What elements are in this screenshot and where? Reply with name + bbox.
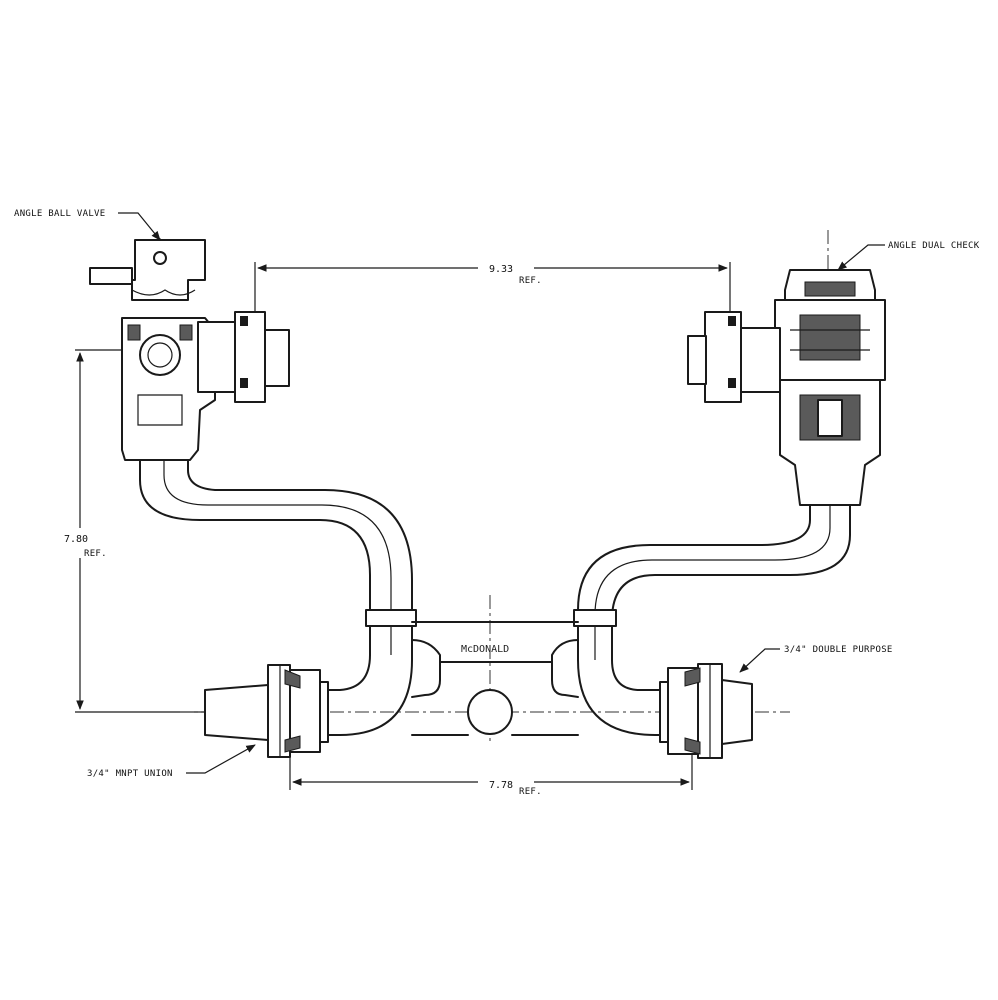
label-double-purpose: 3/4" DOUBLE PURPOSE [784,645,893,655]
center-lines [159,230,829,745]
top-width-value: 9.33 [489,264,513,275]
right-outlet-coupling [659,663,753,759]
label-angle-ball-valve: ANGLE BALL VALVE [14,209,106,219]
angle-dual-check [687,269,886,506]
angle-ball-valve [89,239,290,461]
cast-mark: McDONALD [461,644,509,655]
left-riser-pipe [139,419,417,736]
yoke-bar: McDONALD [411,621,579,736]
bottom-width-value: 7.78 [489,780,513,791]
callout-angle-ball-valve: ANGLE BALL VALVE [14,209,161,241]
right-riser-pipe [573,469,851,736]
label-mnpt-union: 3/4" MNPT UNION [87,769,173,779]
label-angle-dual-check: ANGLE DUAL CHECK [888,241,980,251]
height-unit: REF. [84,549,107,559]
top-width-unit: REF. [519,276,542,286]
dimension-bottom-width: 7.78 REF. [289,740,693,797]
left-inlet-union [204,664,329,758]
callout-angle-dual-check: ANGLE DUAL CHECK [837,241,980,271]
dimension-top-width: 9.33 REF. [254,258,731,318]
callout-double-purpose: 3/4" DOUBLE PURPOSE [739,645,893,673]
bottom-width-unit: REF. [519,787,542,797]
callout-mnpt-union: 3/4" MNPT UNION [87,744,256,779]
height-value: 7.80 [64,534,88,545]
